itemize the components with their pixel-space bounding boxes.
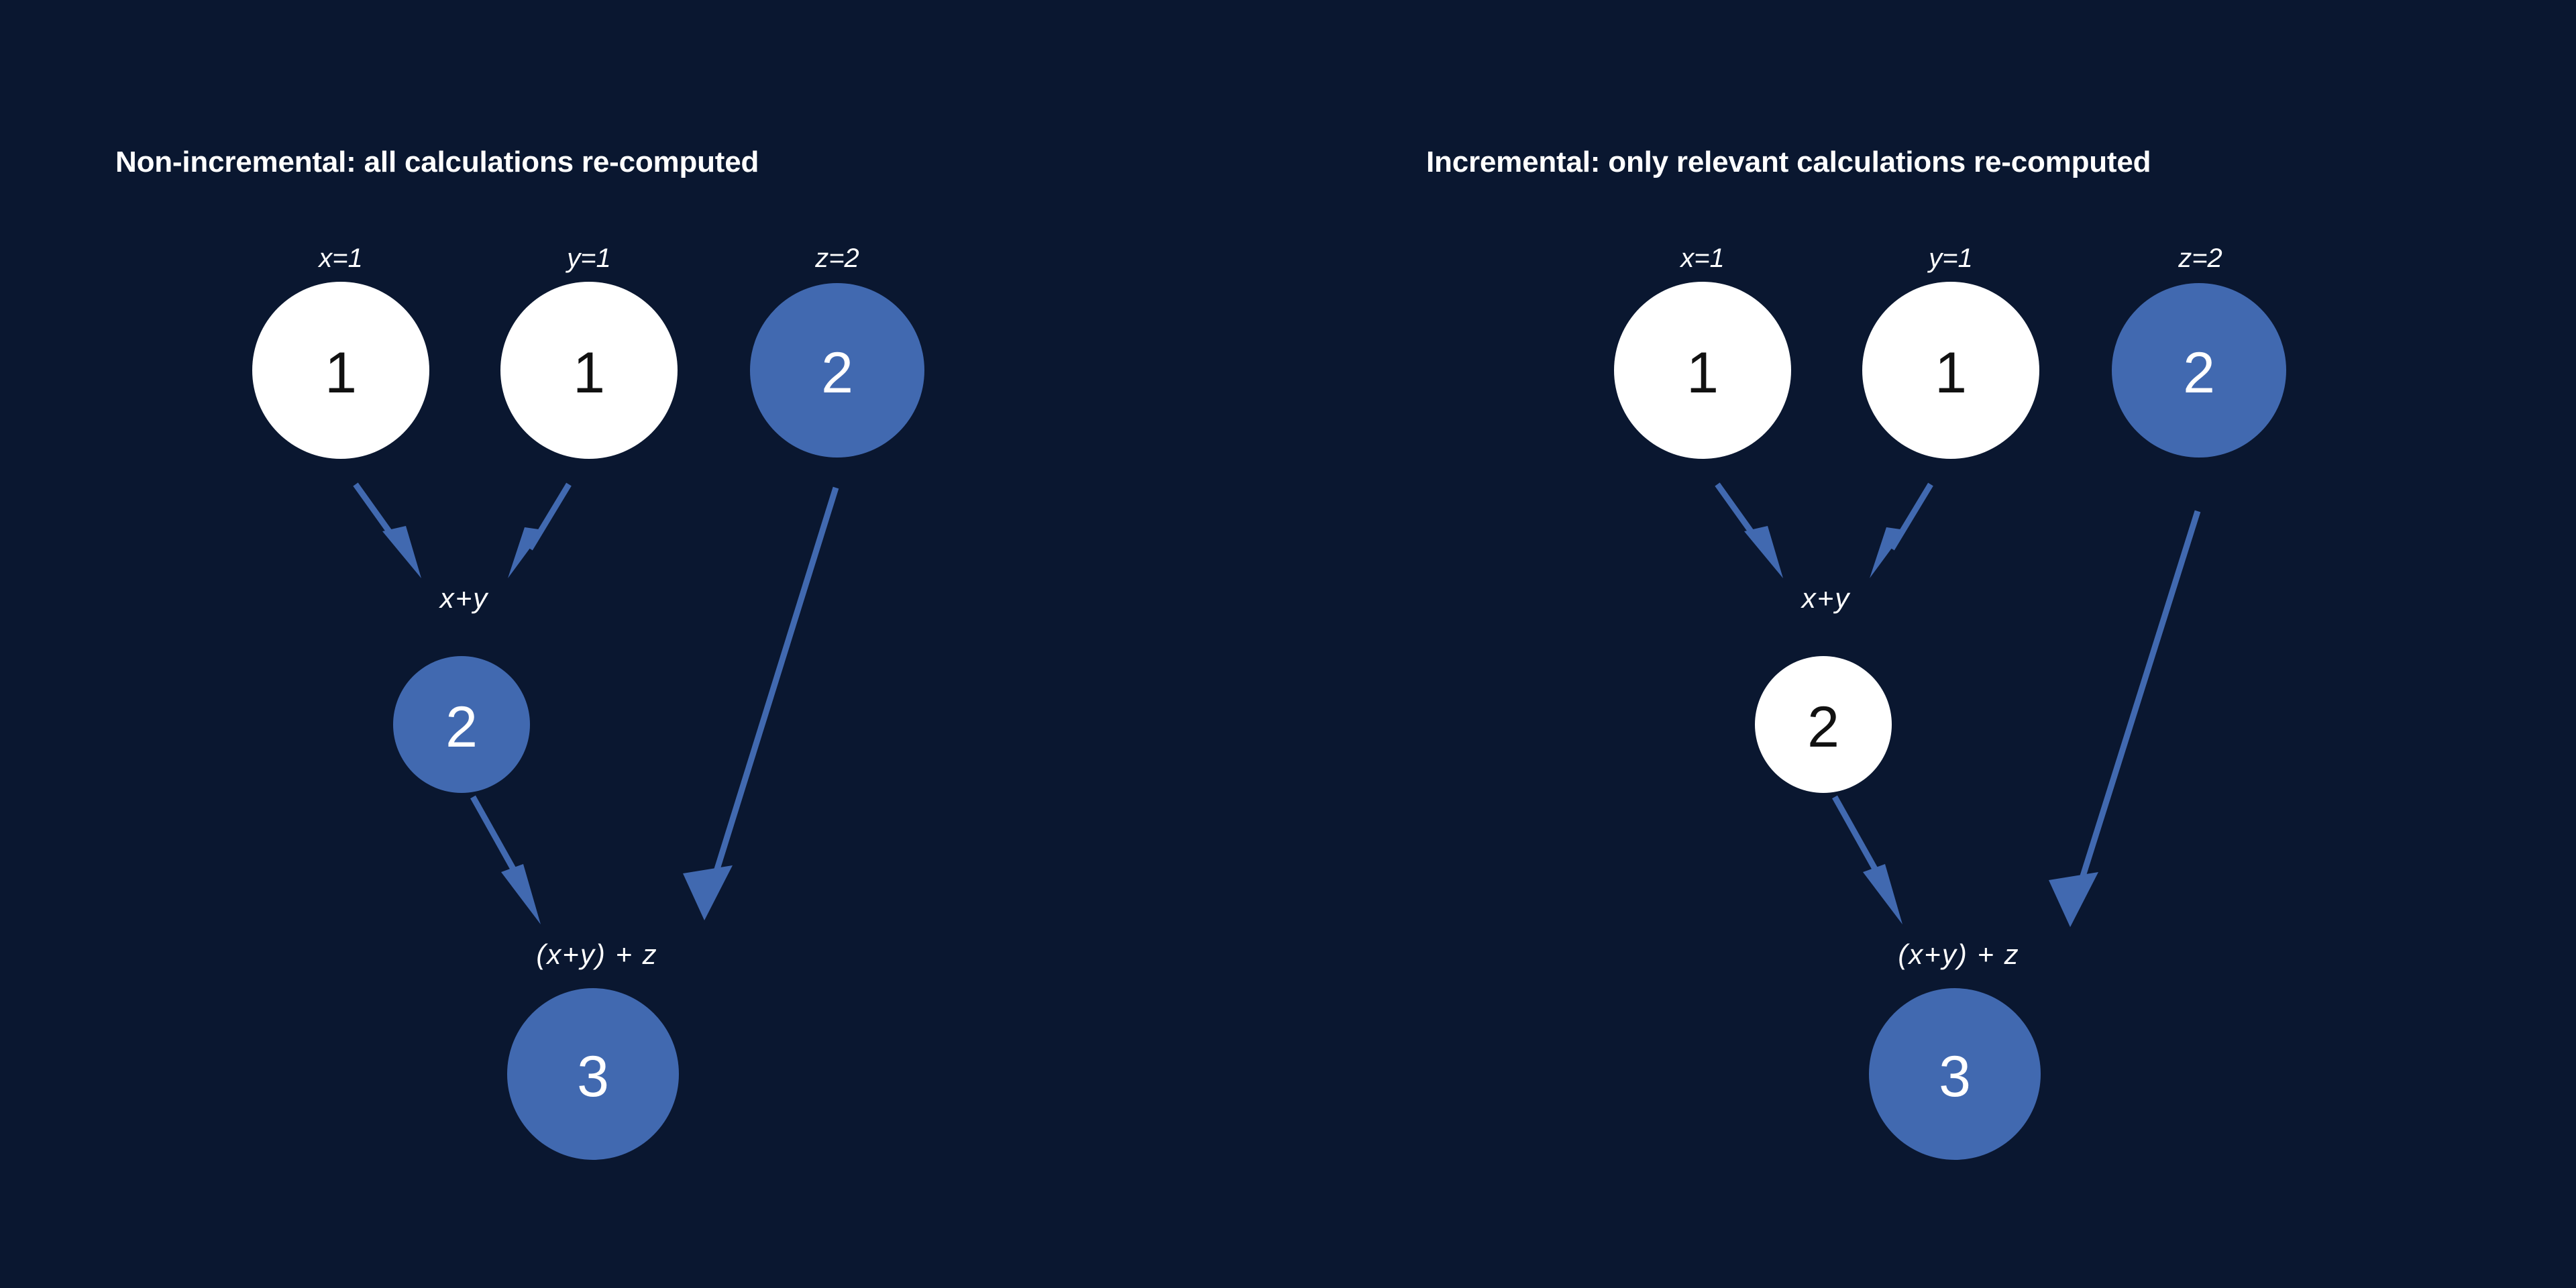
node-circle-x-incremental[interactable] bbox=[1614, 282, 1791, 459]
node-value-y-incremental: 1 bbox=[1935, 341, 1967, 405]
node-input-z[interactable]: 2 bbox=[750, 283, 924, 458]
node-input-z-incremental[interactable]: 2 bbox=[2112, 283, 2286, 458]
node-value-sum-incremental: 2 bbox=[1807, 695, 1839, 759]
node-value-y: 1 bbox=[573, 341, 605, 405]
input-label-x-incremental: x=1 bbox=[1679, 244, 1725, 273]
node-value-x: 1 bbox=[325, 341, 357, 405]
node-value-total-incremental: 3 bbox=[1939, 1044, 1971, 1109]
node-circle-z[interactable] bbox=[750, 283, 924, 458]
node-circle-x[interactable] bbox=[252, 282, 429, 459]
node-output-total-incremental[interactable]: 3 bbox=[1869, 988, 2041, 1160]
node-value-sum: 2 bbox=[445, 695, 478, 759]
panel-title-incremental: Incremental: only relevant calculations … bbox=[1426, 146, 2151, 178]
node-circle-y[interactable] bbox=[500, 282, 678, 459]
node-circle-sum-incremental[interactable] bbox=[1755, 656, 1892, 793]
edge-x-to-sum-incremental bbox=[1715, 482, 1783, 578]
input-label-z-incremental: z=2 bbox=[2178, 244, 2222, 273]
output-label-total: (x+y) + z bbox=[536, 938, 657, 970]
node-intermediate-sum[interactable]: 2 bbox=[393, 656, 530, 793]
node-circle-z-incremental[interactable] bbox=[2112, 283, 2286, 458]
intermediate-label-sum: x+y bbox=[439, 582, 490, 614]
input-label-x: x=1 bbox=[317, 244, 363, 273]
edge-x-to-sum bbox=[353, 482, 421, 578]
node-circle-total-incremental[interactable] bbox=[1869, 988, 2041, 1160]
input-label-y-incremental: y=1 bbox=[1927, 244, 1973, 273]
edge-y-to-sum-incremental bbox=[1870, 482, 1933, 578]
edge-sum-to-total-incremental bbox=[1832, 795, 1902, 924]
output-label-total-incremental: (x+y) + z bbox=[1898, 938, 2019, 970]
node-circle-total[interactable] bbox=[507, 988, 679, 1160]
node-circle-y-incremental[interactable] bbox=[1862, 282, 2039, 459]
edge-y-to-sum bbox=[508, 482, 572, 578]
node-input-y-incremental[interactable]: 1 bbox=[1862, 282, 2039, 459]
panel-non-incremental: Non-incremental: all calculations re-com… bbox=[115, 146, 924, 1160]
node-intermediate-sum-incremental[interactable]: 2 bbox=[1755, 656, 1892, 793]
input-label-y: y=1 bbox=[565, 244, 611, 273]
edge-sum-to-total bbox=[470, 795, 541, 924]
intermediate-label-sum-incremental: x+y bbox=[1801, 582, 1851, 614]
input-label-z: z=2 bbox=[814, 244, 859, 273]
panel-title-non-incremental: Non-incremental: all calculations re-com… bbox=[115, 146, 759, 178]
node-input-x-incremental[interactable]: 1 bbox=[1614, 282, 1791, 459]
node-value-z: 2 bbox=[821, 341, 853, 405]
node-input-x[interactable]: 1 bbox=[252, 282, 429, 459]
edge-z-to-total bbox=[683, 486, 839, 920]
panel-incremental: Incremental: only relevant calculations … bbox=[1426, 146, 2286, 1160]
node-value-x-incremental: 1 bbox=[1686, 341, 1719, 405]
node-circle-sum[interactable] bbox=[393, 656, 530, 793]
node-value-z-incremental: 2 bbox=[2183, 341, 2215, 405]
node-input-y[interactable]: 1 bbox=[500, 282, 678, 459]
node-output-total[interactable]: 3 bbox=[507, 988, 679, 1160]
node-value-total: 3 bbox=[577, 1044, 609, 1109]
edge-z-to-total-incremental bbox=[2049, 510, 2201, 927]
